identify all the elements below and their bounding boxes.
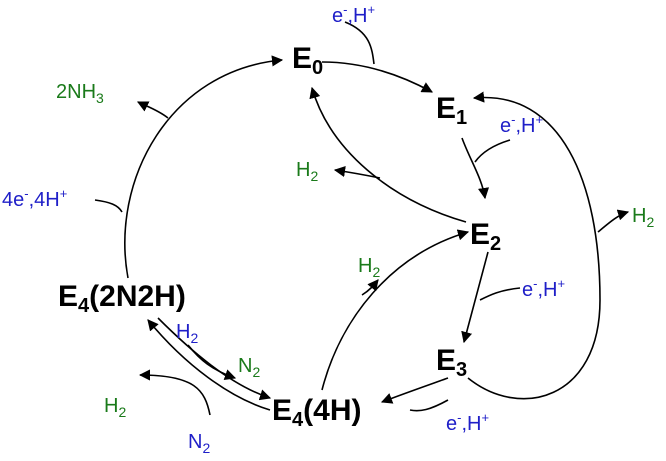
arrow-eh-into-e2-e3 (479, 287, 521, 301)
arrow-n2-in-h2-out (138, 369, 211, 416)
label-h2-right: H2 (632, 205, 654, 230)
arrow-e3-to-e4-4h (380, 377, 449, 404)
label-eh-e2-e3: e-,H+ (522, 276, 565, 301)
state-e3: E3 (436, 344, 467, 381)
arrow-e2-to-e0 (309, 86, 467, 223)
label-h2-e2-e0: H2 (296, 159, 318, 184)
arrow-eh-into-e3-e4 (409, 399, 449, 412)
arrow-e1-to-e2 (461, 137, 490, 200)
arrow-nh3-release (136, 101, 169, 119)
arrow-e4-2n2h-to-e0 (124, 55, 284, 279)
label-eh-e3-e4: e-,H+ (446, 410, 489, 435)
label-eh-e1-e2: e-,H+ (500, 112, 543, 137)
arrow-h2-release-e2-e0 (333, 165, 381, 179)
arrow-eh-into-e1-e2 (474, 139, 511, 163)
arrow-h2-release-e3-e1 (597, 209, 630, 233)
arrow-e4-4h-to-e2 (321, 229, 470, 391)
label-n2-in: N2 (188, 431, 210, 456)
state-e4-2n2h: E4(2N2H) (58, 280, 186, 317)
arrow-e2-to-e3 (461, 251, 489, 344)
arrow-e3-to-e1 (467, 91, 601, 400)
arrow-eh-into-e0-e1 (344, 21, 375, 65)
label-h2-e4-e2: H2 (358, 255, 380, 280)
state-e2: E2 (470, 218, 501, 255)
state-e1: E1 (436, 92, 467, 129)
arrow-e4-4h-to-e4-2n2h (147, 319, 271, 411)
arrow-4e4h-input (94, 199, 123, 213)
label-h2-in: H2 (176, 321, 198, 346)
arrow-h2-release-e4-e2 (361, 279, 379, 296)
label-n2-out: N2 (238, 355, 260, 380)
label-4e4h: 4e-,4H+ (2, 186, 67, 211)
arrow-h2-in-n2-out (187, 344, 237, 380)
label-2nh3: 2NH3 (56, 81, 104, 106)
state-e0: E0 (292, 42, 323, 79)
arrow-e4-2n2h-to-e4-4h (157, 317, 272, 401)
label-eh-top: e-,H+ (332, 2, 375, 27)
state-e4-4h: E4(4H) (272, 394, 361, 431)
arrow-e0-to-e1 (321, 61, 433, 93)
label-h2-out: H2 (104, 395, 126, 420)
